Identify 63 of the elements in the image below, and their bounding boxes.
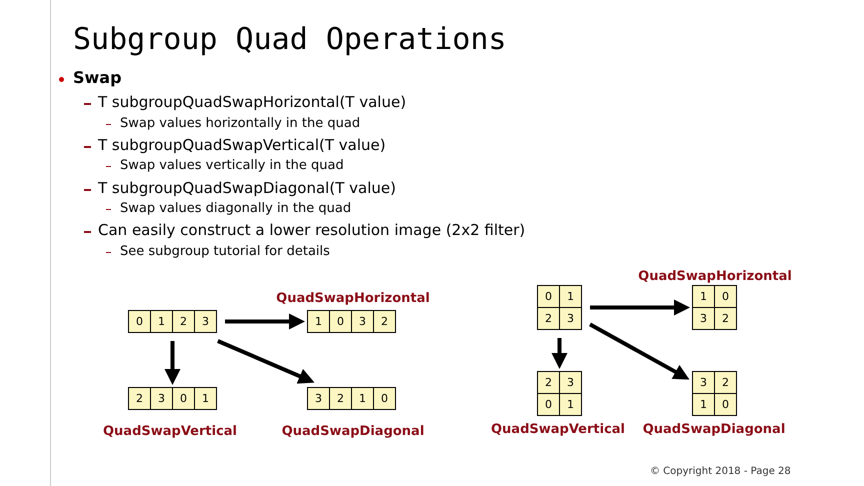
array-caption: QuadSwapDiagonal: [642, 422, 786, 437]
array-cell: 3: [195, 311, 216, 332]
cell-array: [307, 387, 396, 410]
array-cell: 0: [538, 394, 559, 415]
sub-bullet-item: Swap values diagonally in the quad: [120, 201, 352, 216]
footer-text: © Copyright 2018 - Page 28: [650, 466, 791, 477]
array-cell: 1: [560, 286, 581, 307]
cell-array: [692, 285, 737, 330]
arrow: [217, 339, 314, 384]
array-cell: 2: [374, 311, 395, 332]
array-cell: 2: [715, 308, 736, 329]
arrow: [164, 341, 180, 385]
array-caption: QuadSwapDiagonal: [282, 424, 424, 439]
arrow: [552, 338, 568, 369]
array-cell: 0: [330, 311, 351, 332]
array-cell: 1: [693, 286, 714, 307]
arrow: [225, 314, 305, 330]
array-cell: 2: [538, 308, 559, 329]
arrow: [589, 322, 690, 380]
array-cell: 1: [151, 311, 172, 332]
array-cell: 2: [173, 311, 194, 332]
array-cell: 3: [308, 388, 329, 409]
array-cell: 3: [151, 388, 172, 409]
array-cell: 0: [715, 286, 736, 307]
bullet-item: T subgroupQuadSwapHorizontal(T value): [98, 93, 406, 111]
array-cell: 3: [560, 372, 581, 393]
array-cell: 0: [374, 388, 395, 409]
array-cell: 1: [352, 388, 373, 409]
array-cell: 1: [195, 388, 216, 409]
array-caption: QuadSwapVertical: [102, 424, 238, 439]
bullet-item: T subgroupQuadSwapVertical(T value): [98, 136, 386, 154]
array-cell: 3: [560, 308, 581, 329]
array-cell: 2: [538, 372, 559, 393]
array-cell: 0: [129, 311, 150, 332]
cell-array: [692, 371, 737, 416]
array-caption: QuadSwapHorizontal: [276, 291, 430, 306]
bullet-item: T subgroupQuadSwapDiagonal(T value): [98, 179, 396, 197]
array-cell: 2: [330, 388, 351, 409]
arrow: [590, 300, 690, 316]
array-cell: 3: [693, 372, 714, 393]
slide-title: Subgroup Quad Operations: [73, 22, 506, 57]
cell-array: [128, 310, 217, 333]
cell-array: [128, 387, 217, 410]
array-cell: 1: [560, 394, 581, 415]
array-cell: 0: [715, 394, 736, 415]
array-cell: 3: [352, 311, 373, 332]
array-cell: 1: [308, 311, 329, 332]
array-cell: 2: [129, 388, 150, 409]
array-cell: 0: [173, 388, 194, 409]
sub-bullet-item: Swap values vertically in the quad: [120, 158, 344, 173]
array-cell: 1: [693, 394, 714, 415]
array-cell: 2: [715, 372, 736, 393]
array-caption: QuadSwapVertical: [490, 422, 626, 437]
bullet-heading: Swap: [73, 68, 122, 87]
array-caption: QuadSwapHorizontal: [638, 269, 792, 284]
array-cell: 0: [538, 286, 559, 307]
bullet-item: Can easily construct a lower resolution image (2x2 filter): [98, 221, 526, 239]
sub-bullet-item: See subgroup tutorial for details: [120, 244, 330, 259]
cell-array: [537, 371, 582, 416]
sub-bullet-item: Swap values horizontally in the quad: [120, 116, 360, 131]
cell-array: [307, 310, 396, 333]
cell-array: [537, 285, 582, 330]
array-cell: 3: [693, 308, 714, 329]
